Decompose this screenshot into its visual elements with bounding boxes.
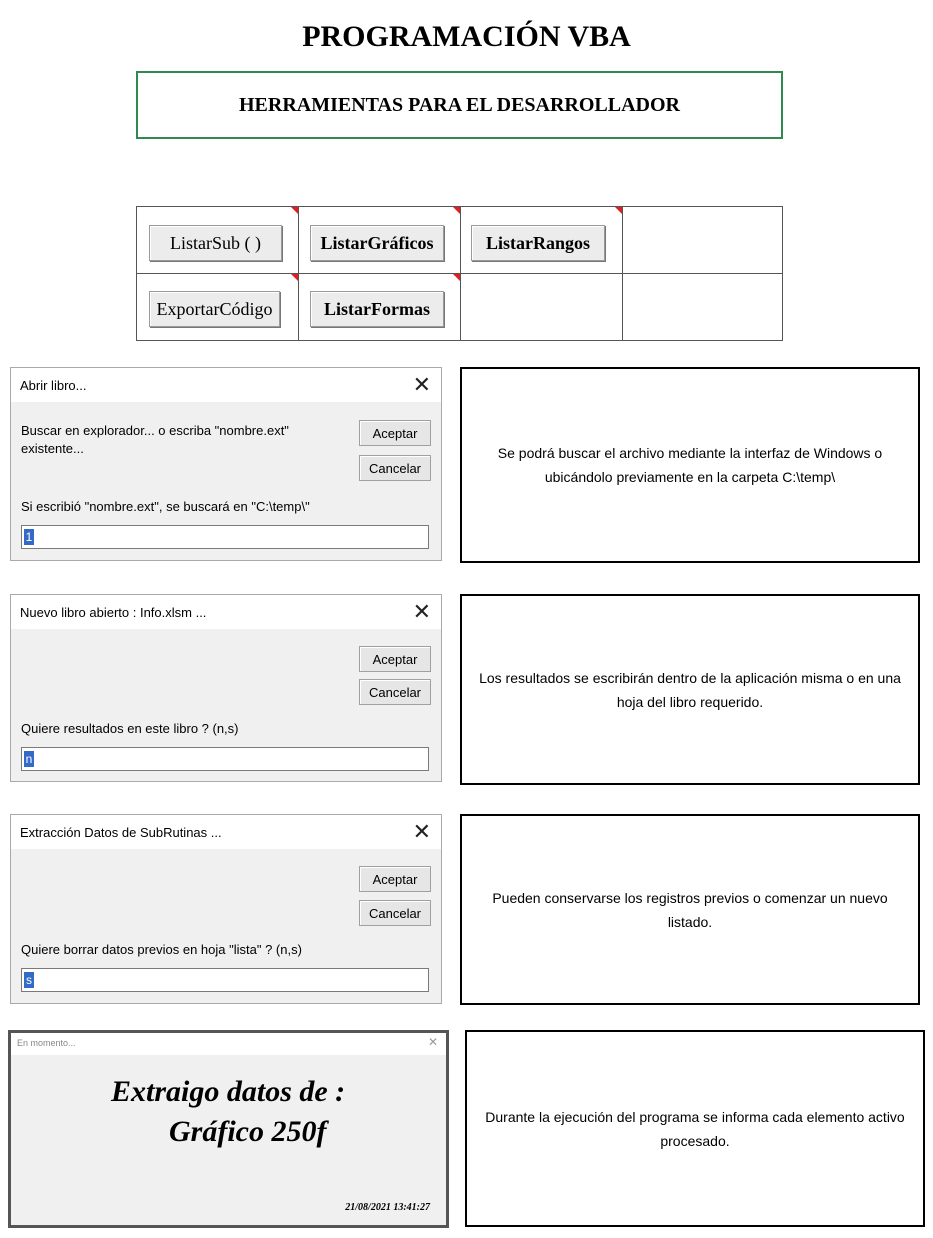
dialog-prompt: Quiere resultados en este libro ? (n,s): [21, 721, 239, 736]
dialog-titlebar: Nuevo libro abierto : Info.xlsm ... ✕: [11, 595, 441, 629]
close-icon[interactable]: ✕: [427, 1035, 438, 1049]
close-icon[interactable]: ✕: [412, 819, 431, 844]
close-icon[interactable]: ✕: [412, 599, 431, 624]
progress-form: En momento... ✕ Extraigo datos de : Gráf…: [8, 1030, 449, 1228]
description-box: Pueden conservarse los registros previos…: [460, 814, 920, 1005]
ok-button[interactable]: Aceptar: [359, 646, 431, 672]
grid-cell: [623, 274, 782, 340]
subtitle-text: HERRAMIENTAS PARA EL DESARROLLADOR: [239, 93, 680, 116]
description-text: Se podrá buscar el archivo mediante la i…: [497, 445, 883, 485]
cancel-button[interactable]: Cancelar: [359, 455, 431, 481]
close-icon[interactable]: ✕: [412, 372, 431, 397]
ok-button[interactable]: Aceptar: [359, 866, 431, 892]
description-box: Se podrá buscar el archivo mediante la i…: [460, 367, 920, 563]
dialog-prompt: Quiere borrar datos previos en hoja "lis…: [21, 942, 302, 957]
dialog-input[interactable]: 1: [21, 525, 429, 549]
open-book-dialog: Abrir libro... ✕ Buscar en explorador...…: [10, 367, 442, 561]
dialog-prompt: Si escribió "nombre.ext", se buscará en …: [21, 499, 310, 514]
dialog-title: Nuevo libro abierto : Info.xlsm ...: [20, 605, 207, 620]
new-book-dialog: Nuevo libro abierto : Info.xlsm ... ✕ Ac…: [10, 594, 442, 782]
dialog-input[interactable]: s: [21, 968, 429, 992]
cancel-button[interactable]: Cancelar: [359, 679, 431, 705]
grid-cell: [137, 207, 299, 274]
progress-titlebar: En momento... ✕: [11, 1033, 446, 1055]
comment-indicator-icon: [453, 207, 460, 214]
listar-sub-button[interactable]: ListarSub ( ): [149, 225, 282, 261]
grid-cell: [461, 207, 623, 274]
grid-cell: [461, 274, 623, 340]
listar-rangos-button[interactable]: ListarRangos: [471, 225, 605, 261]
input-value: 1: [24, 529, 34, 545]
comment-indicator-icon: [291, 207, 298, 214]
description-text: Los resultados se escribirán dentro de l…: [479, 669, 901, 710]
macro-button-grid: ListarSub ( ) ListarGráficos ListarRango…: [136, 206, 783, 341]
description-box: Los resultados se escribirán dentro de l…: [460, 594, 920, 785]
comment-indicator-icon: [615, 207, 622, 214]
progress-title: En momento...: [17, 1038, 76, 1048]
cancel-button[interactable]: Cancelar: [359, 900, 431, 926]
progress-current-item: Gráfico 250f: [169, 1115, 327, 1148]
dialog-titlebar: Abrir libro... ✕: [11, 368, 441, 402]
comment-indicator-icon: [453, 274, 460, 281]
grid-cell: [137, 274, 299, 340]
exportar-codigo-button[interactable]: ExportarCódigo: [149, 291, 280, 327]
dialog-title: Abrir libro...: [20, 378, 87, 393]
input-value: n: [24, 751, 34, 767]
comment-indicator-icon: [291, 274, 298, 281]
description-text: Pueden conservarse los registros previos…: [492, 889, 888, 930]
ok-button[interactable]: Aceptar: [359, 420, 431, 446]
grid-cell: [623, 207, 782, 274]
progress-timestamp: 21/08/2021 13:41:27: [345, 1202, 430, 1213]
dialog-title: Extracción Datos de SubRutinas ...: [20, 825, 222, 840]
page-title: PROGRAMACIÓN VBA: [302, 20, 631, 53]
description-text: Durante la ejecución del programa se inf…: [485, 1108, 905, 1149]
dialog-titlebar: Extracción Datos de SubRutinas ... ✕: [11, 815, 441, 849]
dialog-input[interactable]: n: [21, 747, 429, 771]
listar-formas-button[interactable]: ListarFormas: [310, 291, 444, 327]
listar-graficos-button[interactable]: ListarGráficos: [310, 225, 444, 261]
grid-cell: [299, 207, 461, 274]
input-value: s: [24, 972, 34, 988]
progress-heading: Extraigo datos de :: [111, 1075, 346, 1108]
extract-subroutines-dialog: Extracción Datos de SubRutinas ... ✕ Ace…: [10, 814, 442, 1004]
subtitle-box: HERRAMIENTAS PARA EL DESARROLLADOR: [136, 71, 783, 139]
dialog-message: Buscar en explorador... o escriba "nombr…: [21, 423, 289, 456]
description-box: Durante la ejecución del programa se inf…: [465, 1030, 925, 1227]
grid-cell: [299, 274, 461, 340]
